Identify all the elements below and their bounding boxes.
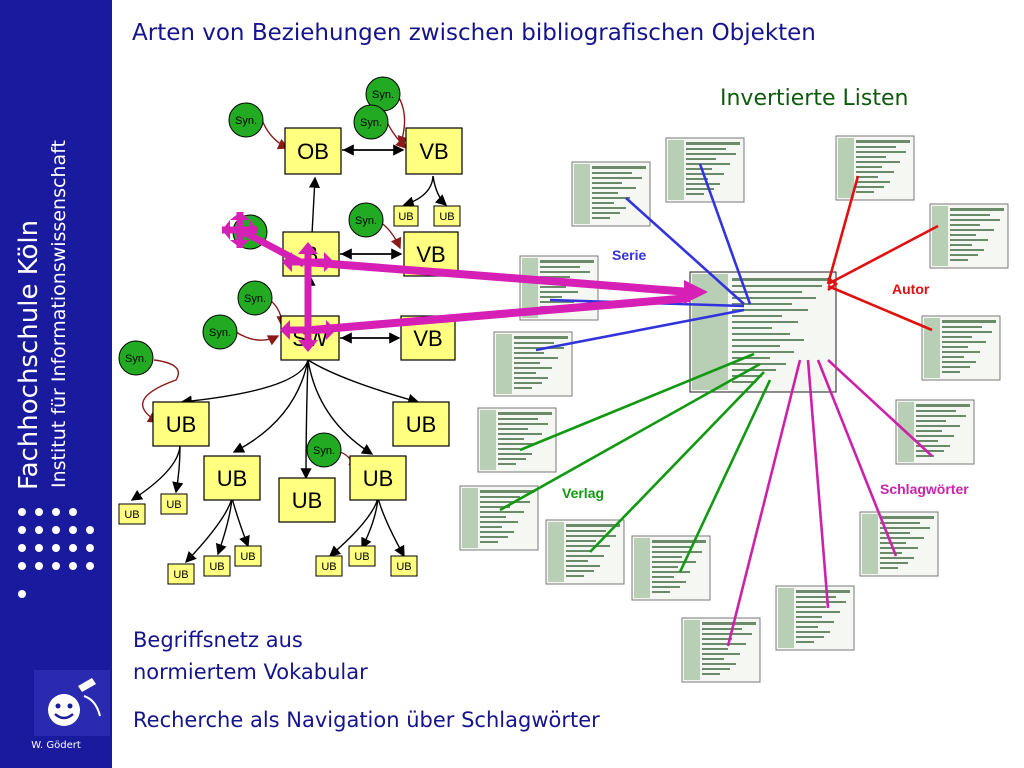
- small-ub: UB: [393, 205, 419, 227]
- small-ub: UB: [160, 493, 188, 515]
- small-ub: UB: [348, 545, 376, 567]
- index-card: [775, 585, 855, 651]
- svg-text:UB: UB: [321, 561, 336, 573]
- syn-node: Syn.: [348, 202, 384, 238]
- verlag-lines: [499, 352, 772, 573]
- author-credit: W. Gödert: [31, 740, 81, 751]
- svg-text:VB: VB: [416, 242, 445, 267]
- inverted-lists-heading: Invertierte Listen: [720, 86, 909, 111]
- index-card: [571, 161, 651, 227]
- network-connectors: [130, 144, 448, 564]
- svg-text:UB: UB: [166, 412, 197, 437]
- box-ob: OB: [284, 127, 342, 175]
- svg-text:UB: UB: [173, 569, 188, 581]
- syn-node: Syn.: [202, 314, 238, 350]
- svg-text:VB: VB: [413, 326, 442, 351]
- svg-text:UB: UB: [240, 551, 255, 563]
- index-card: [493, 331, 573, 397]
- svg-text:UB: UB: [209, 561, 224, 573]
- svg-text:Syn.: Syn.: [244, 293, 266, 305]
- svg-text:UB: UB: [217, 466, 248, 491]
- caption-line-2: normiertem Vokabular: [133, 660, 368, 684]
- box-vb-1: VB: [405, 127, 463, 175]
- index-card: [681, 617, 761, 683]
- index-card: [929, 203, 1009, 269]
- index-card: [665, 137, 745, 203]
- small-ub: UB: [315, 555, 343, 577]
- svg-text:Syn.: Syn.: [235, 115, 257, 127]
- svg-text:Syn.: Syn.: [355, 215, 377, 227]
- syn-node: Syn.: [353, 104, 389, 140]
- sidebar: Fachhochschule Köln Institut für Informa…: [0, 0, 112, 768]
- schlagwoerter-lines: [726, 359, 933, 647]
- index-card: [631, 535, 711, 601]
- box-vb-2: VB: [403, 231, 459, 277]
- box-ub-mid-right: UB: [349, 455, 407, 501]
- box-ub-mid-left: UB: [203, 455, 261, 501]
- index-card: [859, 511, 939, 577]
- svg-text:UB: UB: [292, 488, 323, 513]
- caption-network: Begriffsnetz aus normiertem Vokabular: [133, 624, 368, 688]
- svg-text:Syn.: Syn.: [209, 327, 231, 339]
- syn-node: Syn.: [237, 280, 273, 316]
- small-ub: UB: [167, 563, 195, 585]
- svg-text:UB: UB: [398, 211, 413, 223]
- box-ub-center: UB: [278, 477, 336, 523]
- small-ub: UB: [203, 555, 231, 577]
- svg-text:VB: VB: [419, 139, 448, 164]
- svg-text:Syn.: Syn.: [125, 353, 147, 365]
- diagram-canvas: OB VB B VB SW VB UB UB: [118, 76, 1009, 683]
- small-ub: UB: [234, 545, 262, 567]
- svg-text:Syn.: Syn.: [313, 445, 335, 457]
- autor-lines: [826, 175, 939, 332]
- svg-text:Syn.: Syn.: [360, 117, 382, 129]
- small-ub-boxes: UB UB UB UB UB UB UB UB UB UB: [118, 205, 461, 585]
- svg-text:Syn.: Syn.: [372, 89, 394, 101]
- label-autor: Autor: [892, 281, 930, 297]
- svg-text:UB: UB: [354, 551, 369, 563]
- box-ub-left: UB: [152, 401, 210, 447]
- small-ub: UB: [390, 555, 418, 577]
- index-card: [921, 315, 1001, 381]
- label-serie: Serie: [612, 247, 646, 263]
- label-schlagwoerter: Schlagwörter: [880, 481, 969, 497]
- svg-text:UB: UB: [166, 499, 181, 511]
- syn-node: Syn.: [306, 432, 342, 468]
- syn-node: Syn.: [118, 340, 154, 376]
- svg-text:UB: UB: [406, 412, 437, 437]
- small-ub: UB: [433, 205, 461, 227]
- index-card: [835, 135, 915, 201]
- index-cards: [459, 135, 1009, 683]
- synonym-connectors: [141, 95, 409, 474]
- inverted-list-labels: Serie Autor Verlag Schlagwörter: [562, 247, 969, 501]
- caption-navigation: Recherche als Navigation über Schlagwört…: [133, 708, 600, 732]
- syn-node: Syn.: [365, 76, 401, 112]
- svg-text:UB: UB: [439, 211, 454, 223]
- svg-text:UB: UB: [363, 466, 394, 491]
- navigation-arrows: [222, 212, 708, 352]
- syn-node: Syn.: [228, 102, 264, 138]
- sidebar-title: Fachhochschule Köln Institut für Informa…: [14, 100, 104, 490]
- smiley-logo-icon: [34, 670, 110, 736]
- institute-name: Institut für Informationswissenschaft: [48, 140, 70, 488]
- svg-text:UB: UB: [124, 509, 139, 521]
- svg-text:OB: OB: [297, 139, 329, 164]
- label-verlag: Verlag: [562, 485, 604, 501]
- page-title: Arten von Beziehungen zwischen bibliogra…: [132, 20, 816, 46]
- box-ub-right: UB: [392, 401, 450, 447]
- dot-grid: [18, 508, 94, 598]
- small-ub: UB: [118, 503, 146, 525]
- org-name: Fachhochschule Köln: [14, 219, 44, 490]
- svg-text:UB: UB: [396, 561, 411, 573]
- caption-line-1: Begriffsnetz aus: [133, 628, 303, 652]
